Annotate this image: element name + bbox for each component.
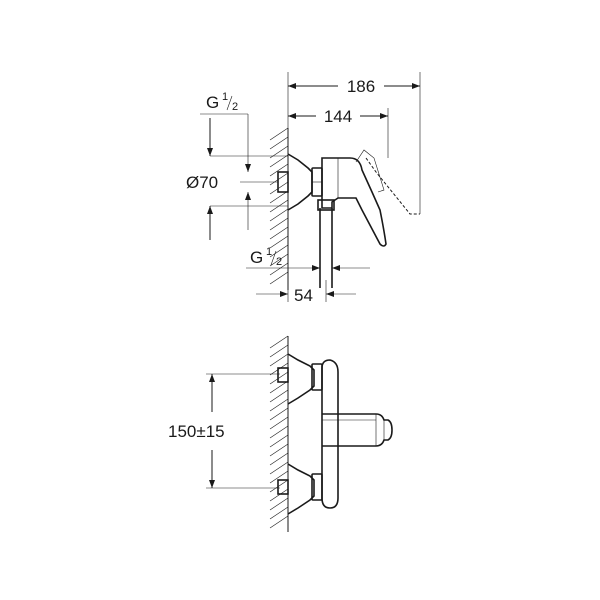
wall-hatch-line [269,353,289,367]
wall-hatch-line [269,398,289,412]
side-view: 186 144 G 1 2 Ø70 [186,72,421,305]
dim-thread-bottom: G 1 2 [246,246,370,271]
wall-hatch-line [269,262,289,276]
wall-hatch-line [269,443,289,457]
wall-hatch-line [269,208,289,222]
wall-hatch-line [269,172,289,186]
wall-hatch-line [269,244,289,258]
wall-hatch-line [269,497,289,511]
wall-hatch-line [269,389,289,403]
dim-thread-top: G 1 2 [200,91,251,172]
wall-hatch-line [269,488,289,502]
wall-hatch-line [269,181,289,195]
wall-hatch-line [269,434,289,448]
svg-text:2: 2 [276,256,282,268]
wall-hatch-line [269,407,289,421]
lever-swing-path [365,157,420,215]
wall-hatch-line [269,470,289,484]
wall-hatch-line [269,452,289,466]
wall-hatch-line [269,190,289,204]
wall-hatch-line [269,136,289,150]
wall-hatch-line [269,362,289,376]
wall-hatch-line [269,380,289,394]
dim-outlet-offset: 54 [256,280,356,305]
wall-front-view [269,335,289,532]
escutcheon-upper [287,353,315,405]
mixer-body-side [321,157,387,247]
dim-center-distance: 150±15 [168,373,280,489]
wall-hatch-line [269,127,289,141]
wall-hatch-line [269,479,289,493]
svg-text:150±15: 150±15 [168,422,225,441]
wall-hatch-line [269,253,289,267]
escutcheon-lower [287,463,315,515]
escutcheon-top-view [287,153,313,211]
wall-hatch-line [269,226,289,240]
wall-hatch-line [269,371,289,385]
dim-diameter: Ø70 [186,118,288,240]
svg-text:G: G [250,248,263,267]
wall-hatch-line [269,335,289,349]
front-view: 150±15 [168,335,393,532]
dim-body-depth: 144 [324,107,352,126]
wall-top-view [269,127,289,290]
wall-hatch-line [269,163,289,177]
connector-stub-top-view [277,171,289,193]
wall-hatch-line [269,416,289,430]
dim-total-depth: 186 [347,77,375,96]
wall-hatch-line [269,154,289,168]
svg-text:2: 2 [232,101,238,113]
wall-hatch-line [269,425,289,439]
lever-front [322,413,393,447]
svg-text:1: 1 [266,246,272,258]
wall-hatch-line [269,235,289,249]
svg-text:G: G [206,93,219,112]
svg-text:54: 54 [294,286,313,305]
wall-hatch-line [269,461,289,475]
wall-hatch-line [269,506,289,520]
wall-hatch-line [269,515,289,529]
svg-text:Ø70: Ø70 [186,173,218,192]
wall-hatch-line [269,271,289,285]
wall-hatch-line [269,217,289,231]
svg-text:1: 1 [222,91,228,103]
mixer-body-front [321,359,339,509]
wall-hatch-line [269,344,289,358]
